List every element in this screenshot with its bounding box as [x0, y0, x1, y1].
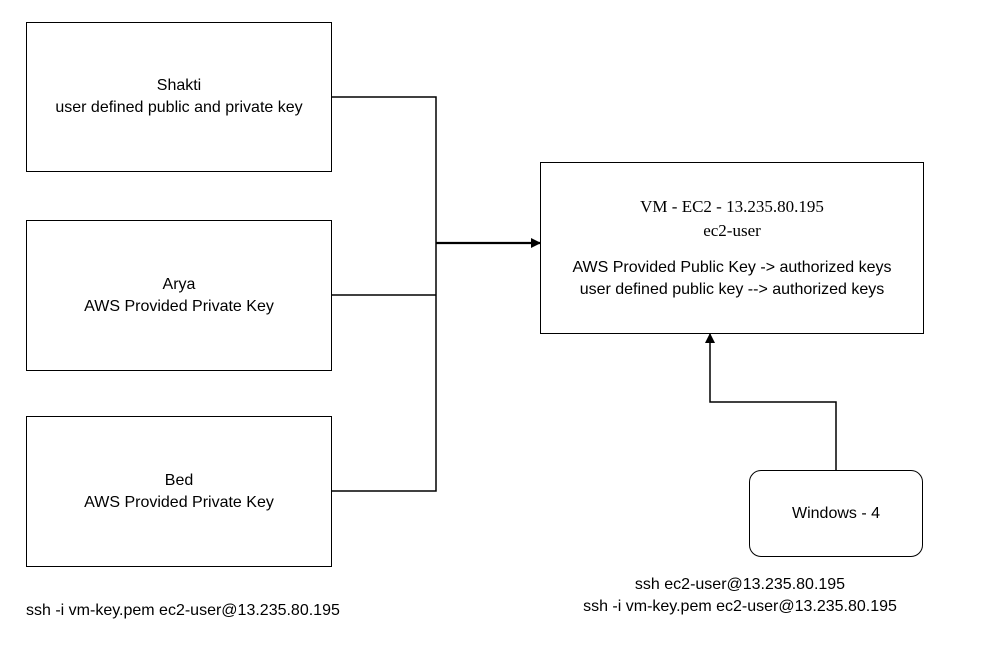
vm-key-line-1: AWS Provided Public Key -> authorized ke…: [572, 259, 892, 276]
caption-right-commands: ssh ec2-user@13.235.80.195 ssh -i vm-key…: [580, 574, 900, 618]
node-shakti: Shakti user defined public and private k…: [26, 22, 332, 172]
vm-key-line-2: user defined public key --> authorized k…: [579, 281, 885, 298]
node-arya: Arya AWS Provided Private Key: [26, 220, 332, 371]
caption-right-command-1: ssh ec2-user@13.235.80.195: [634, 576, 846, 593]
arrow-windows-to-vm: [705, 333, 837, 470]
node-bed-title: Bed: [164, 471, 194, 489]
connector-bed: [332, 243, 437, 492]
node-shakti-subtitle: user defined public and private key: [55, 99, 303, 116]
node-windows-title: Windows - 4: [791, 504, 881, 522]
node-windows: Windows - 4: [749, 470, 923, 557]
node-bed: Bed AWS Provided Private Key: [26, 416, 332, 567]
node-vm-ec2: VM - EC2 - 13.235.80.195 ec2-user AWS Pr…: [540, 162, 924, 334]
node-arya-subtitle: AWS Provided Private Key: [84, 297, 274, 315]
caption-right-command-2: ssh -i vm-key.pem ec2-user@13.235.80.195: [583, 598, 897, 615]
node-arya-title: Arya: [162, 275, 196, 293]
node-shakti-title: Shakti: [156, 77, 202, 94]
caption-left-command: ssh -i vm-key.pem ec2-user@13.235.80.195: [26, 602, 340, 619]
node-bed-subtitle: AWS Provided Private Key: [84, 493, 274, 511]
connector-shakti: [332, 96, 437, 243]
vm-user: ec2-user: [703, 221, 761, 240]
vm-title: VM - EC2 - 13.235.80.195: [640, 197, 824, 216]
